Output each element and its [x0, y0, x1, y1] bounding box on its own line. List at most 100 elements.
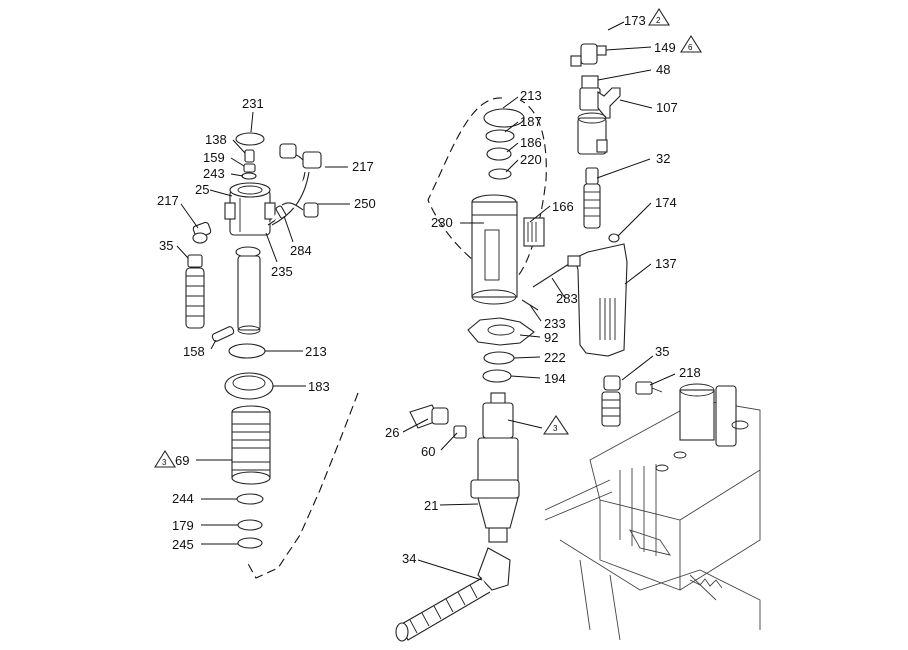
callout-245: 245 — [172, 537, 194, 552]
callout-34: 34 — [402, 551, 416, 566]
callout-217-top: 217 — [352, 159, 374, 174]
part-213-oring-left — [228, 343, 266, 359]
part-194-ring — [482, 369, 512, 383]
part-183-nut — [224, 372, 274, 400]
callout-137: 137 — [655, 256, 677, 271]
callout-92: 92 — [544, 330, 558, 345]
callout-32: 32 — [656, 151, 670, 166]
sprayer-frame — [544, 383, 761, 641]
callout-222: 222 — [544, 350, 566, 365]
right-leader-lines — [596, 21, 676, 386]
callout-25: 25 — [195, 182, 209, 197]
part-213-oring-top — [483, 108, 525, 128]
callout-107: 107 — [656, 100, 678, 115]
callout-26: 26 — [385, 425, 399, 440]
part-218-fitting — [635, 381, 663, 395]
part-250-tube — [267, 143, 322, 226]
part-166-plate — [523, 217, 545, 247]
note-triangles: 2 6 3 3 — [154, 7, 702, 468]
callout-149: 149 — [654, 40, 676, 55]
part-245-ring — [237, 537, 263, 549]
note-triangle-3-center: 3 — [542, 415, 570, 435]
part-92-star-nut — [467, 317, 535, 346]
callout-283: 283 — [556, 291, 578, 306]
part-138 — [244, 149, 255, 163]
callout-21: 21 — [424, 498, 438, 513]
callout-69: 69 — [175, 453, 189, 468]
part-149-tee — [570, 43, 607, 67]
callout-230: 230 — [431, 215, 453, 230]
callout-233: 233 — [544, 316, 566, 331]
part-32-rod — [583, 167, 601, 229]
part-179-ring — [237, 519, 263, 531]
callout-174: 174 — [655, 195, 677, 210]
callout-218: 218 — [679, 365, 701, 380]
right-pump-assembly — [544, 43, 761, 641]
part-26-valve — [409, 404, 449, 429]
callout-243: 243 — [203, 166, 225, 181]
part-283-bolt — [532, 261, 573, 288]
part-valve-body — [577, 112, 608, 155]
callout-213-left: 213 — [305, 344, 327, 359]
part-243 — [241, 172, 257, 180]
note-triangle-3-left: 3 — [154, 449, 176, 468]
part-244-ring — [236, 493, 264, 505]
part-35-spring-left — [185, 254, 205, 329]
part-34-bellows-hose — [395, 547, 511, 642]
callout-35-left: 35 — [159, 238, 173, 253]
callout-194: 194 — [544, 371, 566, 386]
callout-179: 179 — [172, 518, 194, 533]
callout-35-right: 35 — [655, 344, 669, 359]
note-3-center-text: 3 — [553, 424, 558, 433]
callout-138: 138 — [205, 132, 227, 147]
part-222-ring — [483, 351, 515, 365]
part-60-fitting — [453, 425, 467, 439]
part-235-rod — [235, 246, 261, 335]
callout-284: 284 — [290, 243, 312, 258]
part-231-washer — [235, 132, 265, 146]
callout-250: 250 — [354, 196, 376, 211]
note-triangle-6: 6 — [680, 34, 702, 53]
left-leader-lines — [176, 111, 350, 545]
callout-labels: 231 138 159 243 25 217 35 217 250 284 23… — [157, 13, 701, 566]
callout-187: 187 — [520, 114, 542, 129]
part-230-housing — [471, 194, 518, 305]
callout-159: 159 — [203, 150, 225, 165]
part-158-pin — [211, 326, 235, 342]
part-107-handle — [597, 87, 621, 119]
callout-235: 235 — [271, 264, 293, 279]
callout-220: 220 — [520, 152, 542, 167]
part-217-elbow-left — [192, 221, 212, 244]
callout-158: 158 — [183, 344, 205, 359]
left-pump-assembly — [185, 132, 359, 579]
note-3-left-text: 3 — [162, 458, 167, 467]
callout-173: 173 — [624, 13, 646, 28]
part-137-guard — [567, 243, 628, 357]
callout-231: 231 — [242, 96, 264, 111]
note-triangle-2: 2 — [648, 7, 670, 26]
part-174 — [608, 233, 620, 243]
part-21-pump-body — [470, 392, 520, 543]
part-48-fitting — [579, 75, 601, 111]
note-2-text: 2 — [656, 16, 661, 25]
center-pump-assembly — [395, 97, 573, 642]
assembly-dashed-line-left — [245, 392, 359, 579]
part-187-ring — [485, 129, 515, 143]
part-69-cylinder — [231, 405, 271, 485]
callout-48: 48 — [656, 62, 670, 77]
callout-183: 183 — [308, 379, 330, 394]
callout-217-left: 217 — [157, 193, 179, 208]
part-25-head — [224, 182, 276, 236]
note-6-text: 6 — [688, 43, 693, 52]
part-35-spring-right — [601, 375, 621, 427]
callout-213-center: 213 — [520, 88, 542, 103]
center-leader-lines — [402, 96, 566, 581]
part-220-ring — [488, 168, 512, 180]
callout-60: 60 — [421, 444, 435, 459]
part-159 — [243, 163, 256, 173]
part-186-bushing — [486, 147, 512, 161]
callout-244: 244 — [172, 491, 194, 506]
callout-186: 186 — [520, 135, 542, 150]
callout-166: 166 — [552, 199, 574, 214]
